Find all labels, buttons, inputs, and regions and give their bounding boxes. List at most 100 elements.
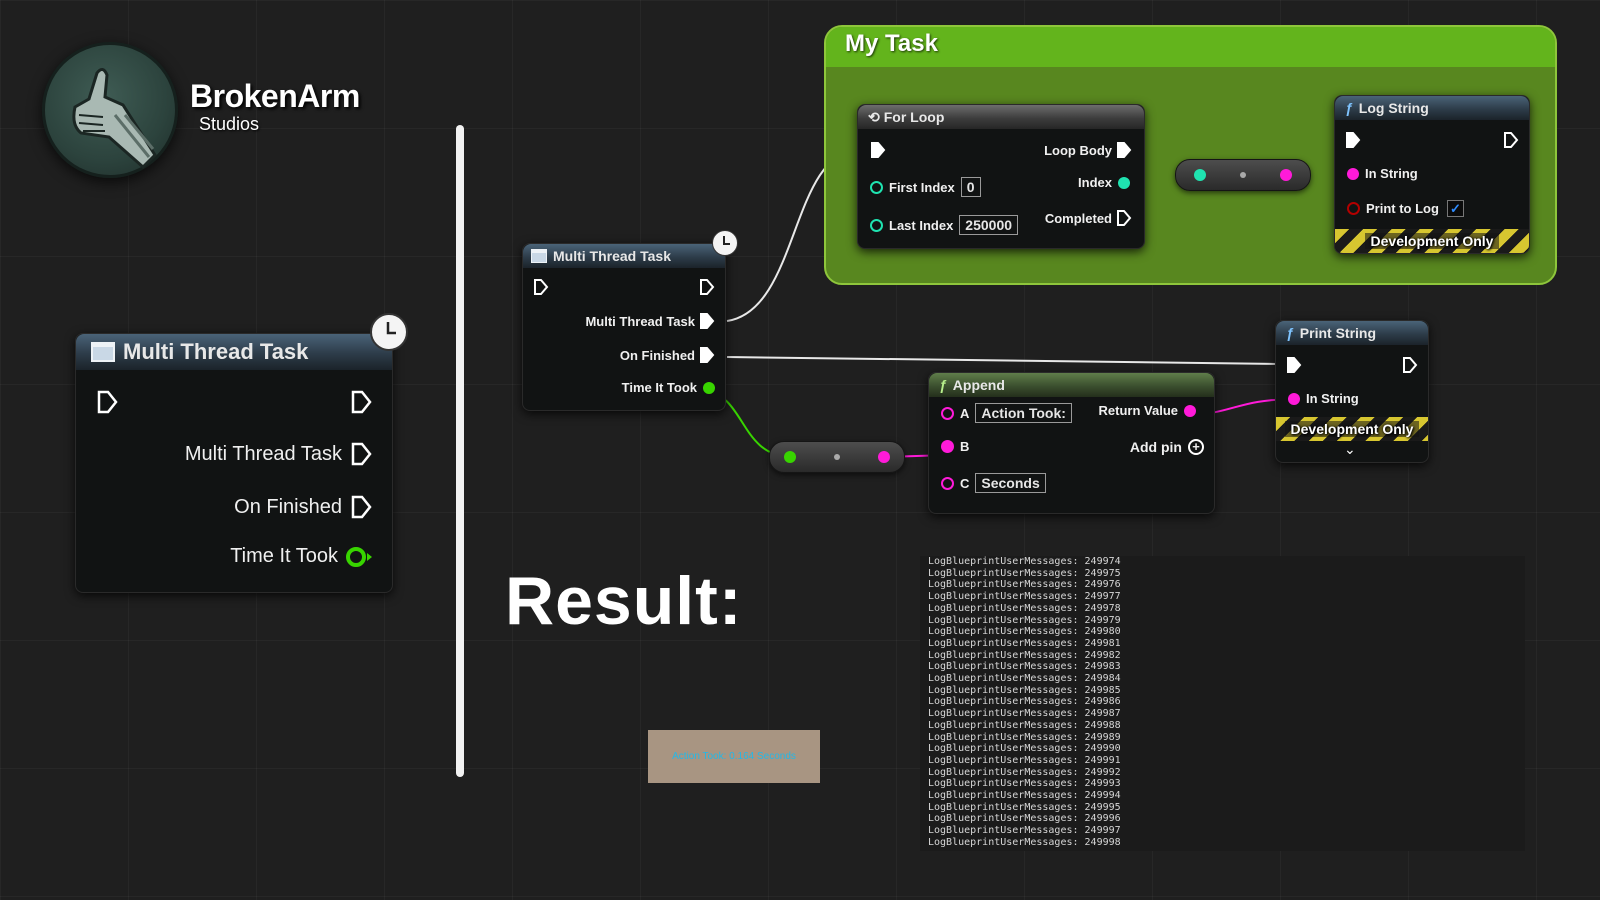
pin-label: Time It Took <box>621 380 697 395</box>
conversion-node-int-to-string[interactable] <box>1175 159 1311 191</box>
in-string-pin[interactable]: In String <box>1288 391 1359 406</box>
first-index-input[interactable]: 0 <box>960 177 981 197</box>
pin-label: In String <box>1365 166 1418 181</box>
latent-clock-icon <box>712 230 738 256</box>
pin-b[interactable]: B <box>941 439 969 454</box>
output-log-panel[interactable]: LogBlueprintUserMessages: 249974 LogBlue… <box>920 556 1525 851</box>
exec-pin-icon <box>351 495 372 519</box>
exec-pin-icon <box>534 279 549 295</box>
in-string-pin[interactable]: In String <box>1347 166 1418 181</box>
integer-pin-icon <box>870 218 883 232</box>
exec-pin-icon <box>351 390 372 414</box>
exec-in-pin[interactable] <box>1286 356 1302 374</box>
wire-onfinished-to-print <box>726 356 1279 365</box>
return-value-pin[interactable]: Return Value <box>1099 403 1196 418</box>
node-title: Log String <box>1358 100 1429 116</box>
loop-body-pin[interactable]: Loop Body <box>1044 141 1132 159</box>
string-pin-icon <box>941 406 954 420</box>
thumbs-up-icon <box>72 68 157 170</box>
function-icon: ƒ <box>1286 325 1294 341</box>
pin-label: Loop Body <box>1044 142 1112 158</box>
log-line: LogBlueprintUserMessages: 249977 <box>928 591 1121 603</box>
log-line: LogBlueprintUserMessages: 249993 <box>928 778 1121 790</box>
exec-out-pin[interactable] <box>1503 131 1519 149</box>
string-pin-icon <box>878 451 890 463</box>
exec-out-pin[interactable] <box>350 389 372 415</box>
for-loop-node[interactable]: ⟲ For Loop First Index 0 Last Index 2500… <box>857 104 1145 249</box>
exec-pin-icon <box>1117 142 1132 158</box>
exec-in-pin[interactable] <box>1345 131 1361 149</box>
multi-thread-task-node-small[interactable]: Multi Thread Task Multi Thread Task On F… <box>522 243 726 411</box>
divider-bar <box>456 125 464 777</box>
on-finished-pin[interactable]: On Finished <box>620 346 715 364</box>
node-header: Multi Thread Task <box>76 334 392 370</box>
log-line: LogBlueprintUserMessages: 249983 <box>928 661 1121 673</box>
log-line: LogBlueprintUserMessages: 249987 <box>928 708 1121 720</box>
pin-label: On Finished <box>234 495 342 518</box>
on-finished-pin[interactable]: On Finished <box>234 494 372 520</box>
log-line: LogBlueprintUserMessages: 249984 <box>928 673 1121 685</box>
node-title: Print String <box>1299 325 1377 341</box>
add-circle-icon: + <box>1188 439 1204 455</box>
pin-arrow-icon <box>367 552 372 561</box>
pin-label: In String <box>1306 391 1359 406</box>
pin-a[interactable]: A Action Took: <box>941 403 1072 423</box>
last-index-pin[interactable]: Last Index 250000 <box>870 215 1019 235</box>
multi-thread-task-pin[interactable]: Multi Thread Task <box>185 441 372 467</box>
node-title: Append <box>952 377 1005 393</box>
multi-thread-task-node-large[interactable]: Multi Thread Task Multi Thread Task On F… <box>75 333 393 593</box>
banner-label: Development Only <box>1284 421 1420 437</box>
exec-out-pin[interactable] <box>699 278 715 296</box>
c-value-input[interactable]: Seconds <box>975 473 1046 493</box>
index-pin[interactable]: Index <box>1078 175 1130 190</box>
banner-label: Development Only <box>1364 233 1500 249</box>
pin-label: C <box>960 475 970 491</box>
pin-label: Time It Took <box>230 545 338 567</box>
on-screen-message: Action Took: 0.164 Seconds <box>648 730 820 783</box>
a-value-input[interactable]: Action Took: <box>975 403 1072 423</box>
exec-pin-icon <box>1403 357 1418 373</box>
first-index-pin[interactable]: First Index 0 <box>870 177 981 197</box>
time-it-took-pin[interactable]: Time It Took <box>622 380 715 395</box>
log-string-node[interactable]: ƒ Log String In String Print to Log ✓ De… <box>1334 95 1530 254</box>
node-header: Multi Thread Task <box>523 244 725 268</box>
node-header: ⟲ For Loop <box>858 105 1144 129</box>
float-pin-icon <box>346 546 366 567</box>
print-to-log-checkbox[interactable]: ✓ <box>1446 200 1464 217</box>
exec-in-pin[interactable] <box>870 141 886 159</box>
exec-pin-icon <box>700 313 715 329</box>
add-pin-button[interactable]: Add pin + <box>1130 439 1204 455</box>
log-line: LogBlueprintUserMessages: 249986 <box>928 696 1121 708</box>
function-node-icon <box>91 342 115 362</box>
toast-text: Action Took: 0.164 Seconds <box>672 751 796 762</box>
log-line: LogBlueprintUserMessages: 249981 <box>928 637 1121 649</box>
pin-label: Completed <box>1044 210 1112 226</box>
multi-thread-task-pin[interactable]: Multi Thread Task <box>585 312 715 330</box>
pin-c[interactable]: C Seconds <box>941 473 1046 493</box>
integer-pin-icon <box>870 180 883 194</box>
last-index-input[interactable]: 250000 <box>959 215 1019 235</box>
comment-title: My Task <box>845 30 938 57</box>
float-pin-icon <box>784 451 796 463</box>
log-line: LogBlueprintUserMessages: 249974 <box>928 556 1121 567</box>
exec-out-pin[interactable] <box>1402 356 1418 374</box>
string-pin-icon <box>1184 404 1196 417</box>
completed-pin[interactable]: Completed <box>1045 209 1132 227</box>
print-to-log-pin[interactable]: Print to Log ✓ <box>1347 200 1464 217</box>
exec-in-pin[interactable] <box>533 278 549 296</box>
string-pin-icon <box>1280 169 1292 181</box>
print-string-node[interactable]: ƒ Print String In String Development Onl… <box>1275 320 1429 463</box>
chevron-down-icon[interactable]: ⌄ <box>1344 441 1356 457</box>
node-header: ƒ Log String <box>1335 96 1529 120</box>
log-line: LogBlueprintUserMessages: 249975 <box>928 567 1121 579</box>
conversion-node-float-to-string[interactable] <box>769 441 905 473</box>
time-it-took-pin[interactable]: Time It Took <box>230 545 372 568</box>
node-title: Multi Thread Task <box>553 248 671 264</box>
comment-header <box>826 27 1555 67</box>
string-pin-icon <box>941 440 954 453</box>
pin-label: Index <box>1078 175 1112 190</box>
exec-in-pin[interactable] <box>96 389 118 415</box>
pin-label: Last Index <box>889 217 954 233</box>
integer-pin-icon <box>1194 169 1206 181</box>
append-node[interactable]: ƒ Append A Action Took: B C Seconds Retu… <box>928 372 1215 514</box>
